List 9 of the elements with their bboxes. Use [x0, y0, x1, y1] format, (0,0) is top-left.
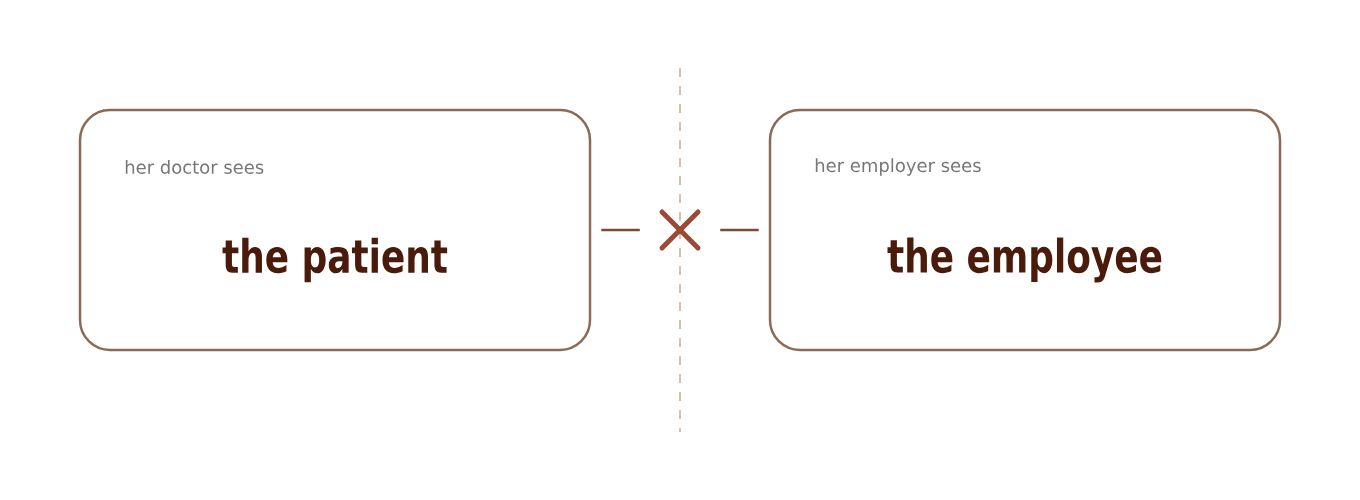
connector [720, 228, 759, 232]
text-card [78, 108, 592, 352]
card-title: the patient [222, 237, 448, 283]
card-title: the employee [887, 237, 1162, 283]
card-heading: her doctor sees [125, 160, 264, 174]
card-heading: her employer sees [815, 158, 981, 176]
cross-mark [659, 209, 701, 251]
text-card [768, 108, 1282, 352]
connector [601, 228, 640, 232]
